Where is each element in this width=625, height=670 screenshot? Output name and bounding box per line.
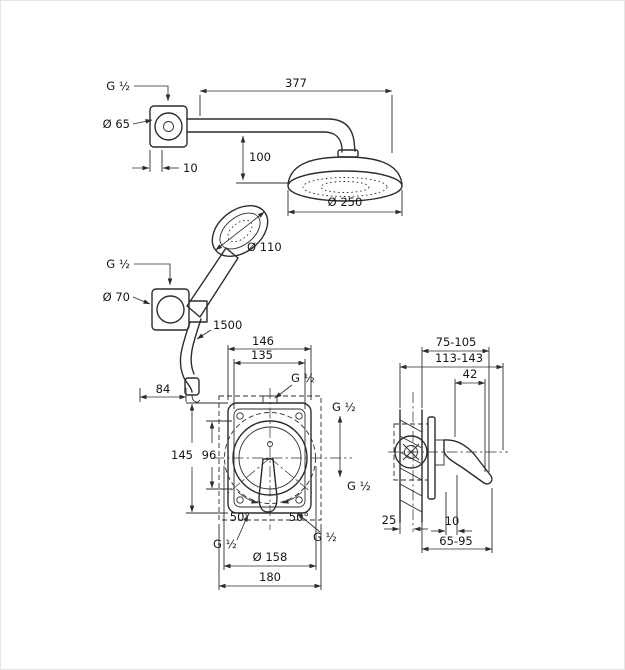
mixer-front-view-dimensions: 146 135 G ½ G ½ G ½ 145 96 50° 50° G ½ G… (171, 334, 371, 590)
dim-head-spray-dia: Ø 250 (328, 195, 363, 209)
dim-right-thread-upper: G ½ (332, 400, 356, 414)
dim-plate-width: 146 (252, 334, 274, 348)
dim-head-drop: 100 (249, 150, 271, 164)
hand-shower-dimensions: Ø 110 G ½ Ø 70 1500 84 (103, 211, 282, 402)
dim-right-thread-lower: G ½ (347, 479, 371, 493)
dim-angle-right: 50° (289, 510, 309, 524)
hand-shower-drawing (151, 205, 269, 403)
dim-sleeve-depth: 10 (445, 514, 460, 528)
dim-top-thread: G ½ (291, 371, 315, 385)
dim-depth-range-upper: 75-105 (436, 335, 477, 349)
mixer-front-view-drawing (213, 388, 352, 530)
dim-bottom-thread-right: G ½ (313, 530, 337, 544)
dim-holder-offset: 84 (156, 382, 171, 396)
dim-hole-spacing: 135 (251, 348, 273, 362)
dim-body-dia: Ø 158 (253, 550, 288, 564)
dim-holder-thread: G ½ (106, 257, 130, 271)
dim-inner-height: 96 (202, 448, 217, 462)
mixer-side-view-drawing (388, 392, 508, 532)
dim-flange-depth: 10 (183, 161, 198, 175)
head-shower-dimensions: G ½ Ø 65 377 100 10 Ø 250 (103, 76, 403, 216)
dim-box-width: 180 (259, 570, 281, 584)
mixer-side-view-dimensions: 75-105 113-143 42 25 10 65-95 (382, 335, 504, 553)
dim-hose-length: 1500 (213, 318, 242, 332)
dim-head-thread: G ½ (106, 79, 130, 93)
dim-plate-offset: 25 (382, 513, 397, 527)
dim-hand-spray-dia: Ø 110 (247, 240, 282, 254)
dim-holder-flange-dia: Ø 70 (103, 290, 130, 304)
dim-handle-offset: 42 (463, 367, 478, 381)
dim-head-flange-dia: Ø 65 (103, 117, 130, 131)
dim-arm-length: 377 (285, 76, 307, 90)
dim-bottom-thread-left: G ½ (213, 537, 237, 551)
head-shower-drawing (149, 105, 403, 202)
dim-depth-range-total: 113-143 (435, 351, 483, 365)
dim-body-depth-range: 65-95 (439, 534, 472, 548)
dim-plate-height: 145 (171, 448, 193, 462)
